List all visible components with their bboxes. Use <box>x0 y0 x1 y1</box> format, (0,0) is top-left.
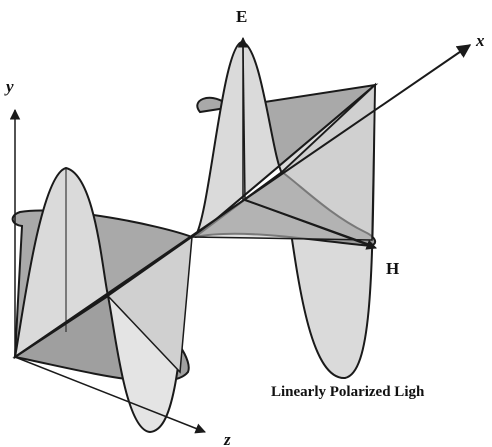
figure-caption: Linearly Polarized Ligh <box>271 384 425 400</box>
x-axis <box>14 44 472 358</box>
z-axis <box>14 356 206 434</box>
shading-panel-center <box>106 235 193 374</box>
x-axis-label: x <box>475 31 485 50</box>
y-axis-label: y <box>4 77 14 96</box>
h-field-label: H <box>386 259 399 278</box>
h-field-arrow <box>244 199 377 250</box>
z-axis-label: z <box>223 430 231 447</box>
e-field-label: E <box>236 7 247 26</box>
